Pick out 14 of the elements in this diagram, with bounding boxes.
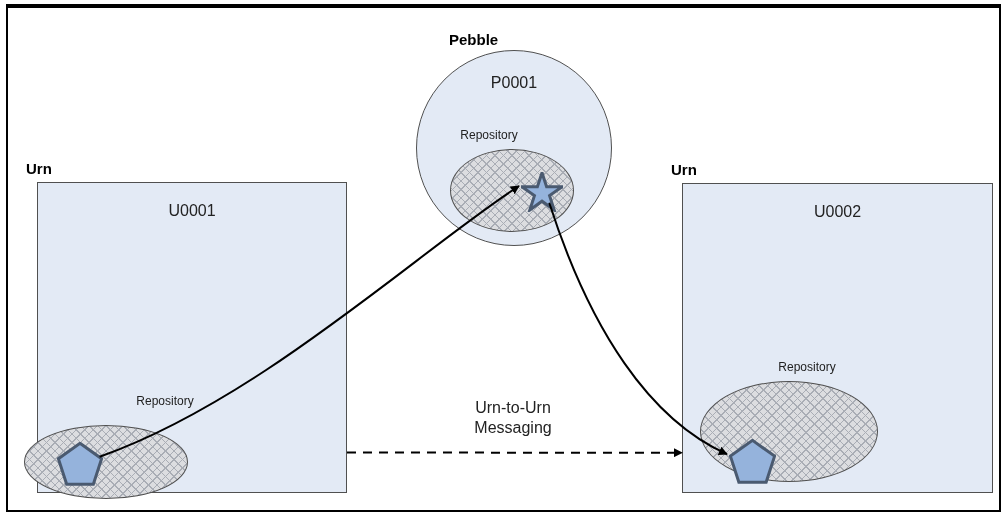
pentagon-shape (57, 442, 103, 486)
star-shape (521, 172, 563, 212)
arrow (548, 201, 728, 456)
heading: Repository (460, 127, 518, 144)
node-label: U0002 (812, 202, 863, 222)
node-label: U0001 (167, 201, 217, 221)
heading: Urn (26, 159, 52, 179)
dashed-arrow (346, 448, 683, 458)
node-label: P0001 (489, 73, 539, 93)
heading: Repository (778, 359, 836, 376)
heading: Repository (136, 393, 194, 410)
heading: Urn (671, 160, 697, 180)
pentagon-shape (729, 439, 776, 484)
heading: Pebble (449, 30, 499, 50)
